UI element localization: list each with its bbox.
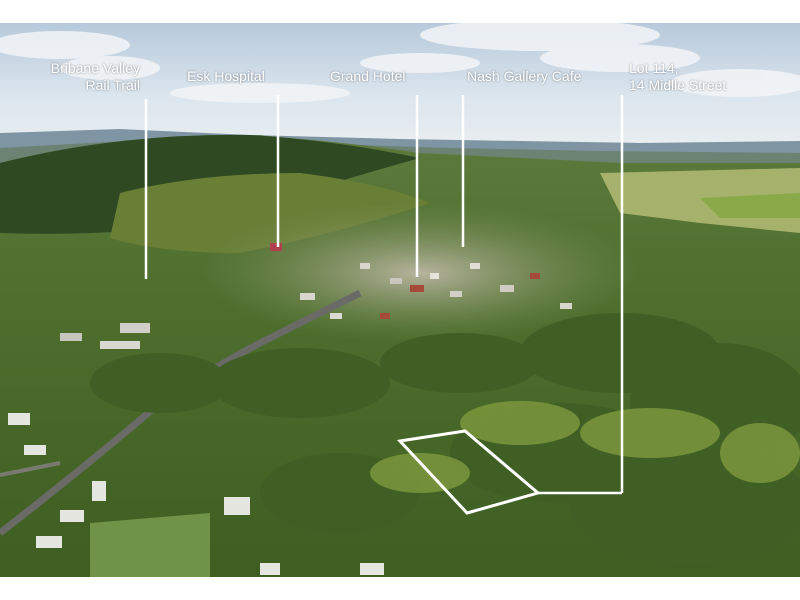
label-lot-114-line-1: Lot 114,: [629, 60, 679, 76]
town-roofs: [60, 243, 590, 349]
label-nash-gallery-text: Nash Gallery Cafe: [467, 68, 582, 84]
hill-slope: [110, 173, 430, 253]
houses: [8, 413, 384, 575]
label-nash-gallery: Nash Gallery Cafe: [467, 68, 581, 85]
aerial-scene: [0, 23, 800, 577]
side-road: [0, 461, 61, 477]
label-grand-hotel-text: Grand Hotel: [330, 68, 406, 84]
green-field: [700, 193, 800, 218]
label-grand-hotel: Grand Hotel: [330, 68, 405, 85]
sky: [0, 23, 800, 148]
label-esk-hospital-text: Esk Hospital: [187, 68, 265, 84]
label-lot-114: Lot 114, 14 Midlle Street: [629, 60, 726, 94]
town-area: [200, 203, 640, 343]
clouds: [0, 23, 800, 103]
label-esk-hospital: Esk Hospital: [187, 68, 265, 85]
label-rail-trail-line-1: Bribane Valley: [50, 60, 140, 76]
lawn: [90, 513, 210, 577]
sunlit-canopy: [370, 401, 800, 493]
aerial-photo: Bribane Valley Rail Trail Esk Hospital G…: [0, 23, 800, 577]
label-rail-trail-line-2: Rail Trail: [85, 77, 140, 93]
label-lot-114-line-2: 14 Midlle Street: [629, 77, 727, 93]
label-rail-trail: Bribane Valley Rail Trail: [44, 60, 140, 94]
